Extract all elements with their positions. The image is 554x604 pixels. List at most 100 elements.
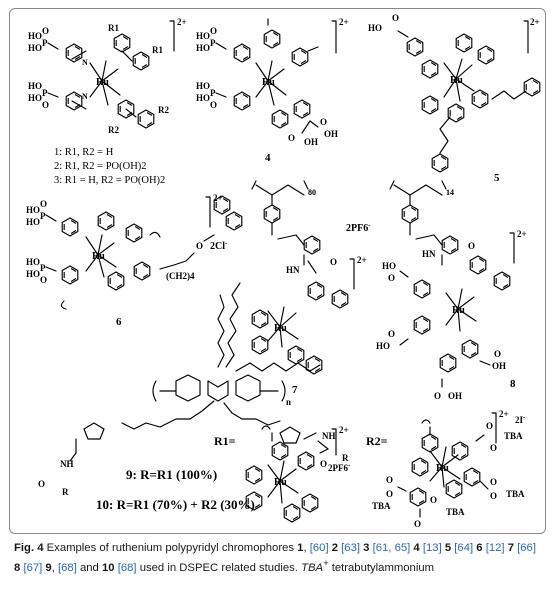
- s8-counter-ion-sup: -: [368, 221, 371, 229]
- s1-charge: 2+: [177, 17, 187, 27]
- s1-legend-1: 1: R1, R2 = H: [54, 147, 114, 158]
- compound-7: 7: [507, 542, 514, 554]
- caption-and: and: [79, 561, 99, 574]
- s6-ho-2: HO: [26, 217, 40, 227]
- compound-3: 3: [363, 542, 370, 554]
- s6-ho-1: HO: [26, 205, 40, 215]
- s6-ho-4: HO: [26, 269, 40, 279]
- s9-nh-2: NH: [322, 431, 336, 441]
- r2-o-6: O: [386, 489, 393, 499]
- compound-4: 4: [413, 542, 420, 554]
- figure-label: Fig. 4: [14, 542, 44, 554]
- s1-ho-3: HO: [28, 81, 42, 91]
- r2-counter-ion-sup: -: [523, 413, 526, 421]
- s9-r-1: R: [62, 487, 69, 497]
- r2-counter-ion: 2I-: [515, 413, 526, 425]
- compound-2: 2: [331, 542, 339, 554]
- s4-label: 4: [265, 152, 271, 164]
- s5-charge: 2+: [530, 17, 540, 27]
- r1-counter-ion-sup: -: [348, 461, 351, 469]
- s4-o-3: O: [320, 117, 327, 127]
- s9-r-2: R: [342, 453, 349, 463]
- s1-p-2: P: [42, 88, 48, 98]
- s4-metal: Ru: [262, 77, 275, 88]
- s4-ho-2: HO: [196, 43, 210, 53]
- s6-charge: 2+: [213, 193, 223, 203]
- compound-9: 9: [45, 561, 52, 574]
- structure-1-3: HO HO P O HO HO P O R1 R1 R2 R2 Ru N N 2…: [28, 17, 187, 186]
- structure-8: 14 2PF6- O HN HO O HO O OH O O OH Ru 2+ …: [346, 180, 527, 401]
- ref-3: [61, 65]: [372, 542, 411, 554]
- s9-subscript: n: [286, 397, 291, 407]
- r2-counter-ion-text: 2I: [515, 415, 524, 425]
- ref-10: [68]: [117, 561, 137, 574]
- s9-o-1: O: [38, 479, 45, 489]
- s7-hn: HN: [286, 265, 300, 275]
- structure-4: HO HO P O HO HO P O O OH O OH Ru 2+ 4: [196, 17, 349, 164]
- s8-charge: 2+: [517, 229, 527, 239]
- ref-5: [64]: [454, 542, 474, 554]
- compound-8: 8: [14, 561, 21, 574]
- s7-counter-ion: 2Cl-: [210, 239, 228, 252]
- s7-o: O: [330, 257, 337, 267]
- substituent-r1: R1= Ru 2+ 2PF6-: [214, 425, 351, 523]
- compound-6: 6: [476, 542, 483, 554]
- abbreviation-text: TBA: [301, 561, 324, 574]
- s8-ho-2: HO: [376, 341, 390, 351]
- s6-chain: (CH2)4: [166, 271, 195, 281]
- r2-tba-4: TBA: [446, 507, 465, 517]
- compound-1: 1: [297, 542, 304, 554]
- s8-o-5: O: [434, 391, 441, 401]
- s4-o-4: O: [288, 133, 295, 143]
- s9-nh-1: NH: [60, 459, 74, 469]
- s4-o-2: O: [210, 100, 217, 110]
- s1-ho-4: HO: [28, 93, 42, 103]
- abbreviation-definition: tetrabutylammonium: [331, 561, 435, 574]
- substituent-r2: R2= Ru 2+ 2I- O O TBA O O TBA O O TBA O …: [366, 409, 526, 529]
- ref-8: [67]: [23, 561, 43, 574]
- ref-1: [60]: [309, 542, 329, 554]
- s6-p-2: P: [40, 263, 46, 273]
- s1-r2-a: R2: [158, 105, 169, 115]
- r2-o-7: O: [414, 519, 421, 529]
- s1-n-2: N: [82, 92, 88, 101]
- r2-label: R2=: [366, 434, 388, 448]
- ref-6: [12]: [485, 542, 505, 554]
- s1-metal: Ru: [96, 77, 109, 88]
- r2-charge: 2+: [499, 409, 509, 419]
- s6-metal: Ru: [92, 251, 105, 262]
- r2-o-4: O: [490, 491, 497, 501]
- ref-4: [13]: [422, 542, 442, 554]
- r2-o-3: O: [490, 477, 497, 487]
- s1-r1-a: R1: [108, 23, 119, 33]
- s8-label: 8: [510, 378, 516, 390]
- s9-legend-10: 10: R=R1 (70%) + R2 (30%): [96, 497, 255, 512]
- s8-oh-2: OH: [448, 391, 462, 401]
- ref-2: [63]: [341, 542, 361, 554]
- s9-legend-9: 9: R=R1 (100%): [126, 467, 217, 482]
- r1-label: R1=: [214, 434, 236, 448]
- structure-9-10: n NH O R NH O R 9: R=R1 (100%) 10: R=R1 …: [38, 282, 349, 512]
- s4-ho-4: HO: [196, 93, 210, 103]
- structure-5: HO O Ru 2+ 5: [368, 13, 541, 184]
- r2-tba-2: TBA: [506, 489, 525, 499]
- s1-legend-3: 3: R1 = H, R2 = PO(OH)2: [54, 175, 165, 186]
- s7-metal: Ru: [274, 323, 287, 334]
- r1-charge: 2+: [339, 425, 349, 435]
- r1-counter-ion: 2PF6-: [328, 461, 351, 473]
- s4-oh-1: OH: [324, 129, 338, 139]
- s6-ho-3: HO: [26, 257, 40, 267]
- s6-label: 6: [116, 316, 122, 328]
- s1-o-2: O: [42, 100, 49, 110]
- s4-p-1: P: [210, 38, 216, 48]
- s1-ho-2: HO: [28, 43, 42, 53]
- s6-p-1: P: [40, 211, 46, 221]
- structure-6: HO HO P O HO HO P O O (CH2)4 Ru 2+ 6: [26, 193, 243, 328]
- s7-label: 7: [292, 384, 298, 396]
- s8-counter-ion-text: 2PF6: [346, 223, 368, 234]
- ref-9: [68]: [58, 561, 77, 574]
- s7-counter-ion-sup: -: [225, 239, 228, 247]
- s4-ho-3: HO: [196, 81, 210, 91]
- s6-o-2: O: [40, 275, 47, 285]
- s1-n-1: N: [82, 58, 88, 67]
